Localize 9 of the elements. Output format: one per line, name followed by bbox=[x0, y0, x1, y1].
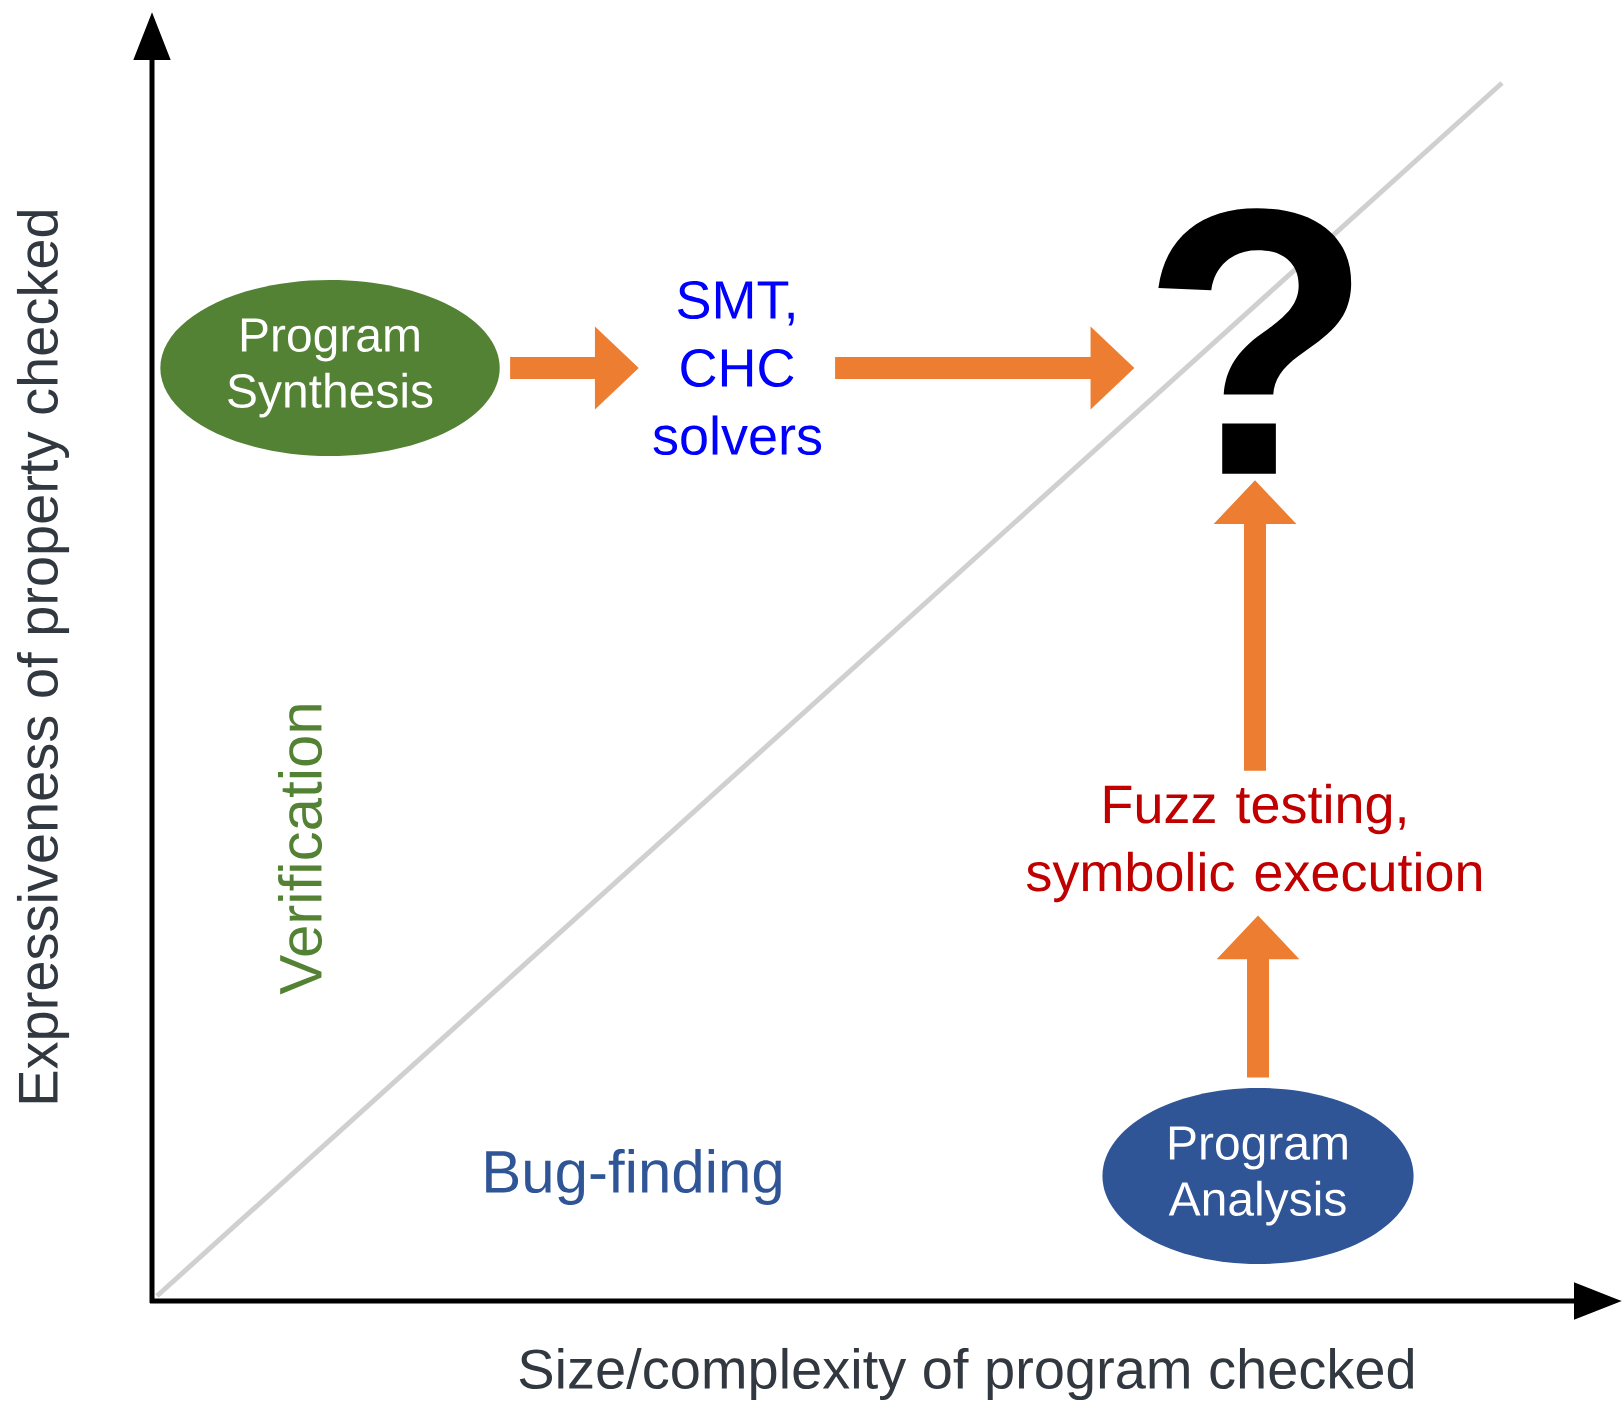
axis-label: Expressiveness of property checked bbox=[16, 210, 70, 1103]
node-text: Fuzz testing, symbolic execution bbox=[1026, 783, 1482, 903]
region-label: Bug-finding bbox=[486, 1149, 781, 1205]
ellipse-node: Program Analysis bbox=[1102, 1088, 1414, 1264]
region-label: Verification bbox=[278, 705, 323, 995]
ellipse-node: Program Synthesis bbox=[160, 280, 500, 456]
question-mark: ? bbox=[1158, 208, 1352, 474]
node-text: SMT, CHC solvers bbox=[653, 280, 822, 456]
axis-label: Size/complexity of program checked bbox=[519, 1347, 1413, 1401]
